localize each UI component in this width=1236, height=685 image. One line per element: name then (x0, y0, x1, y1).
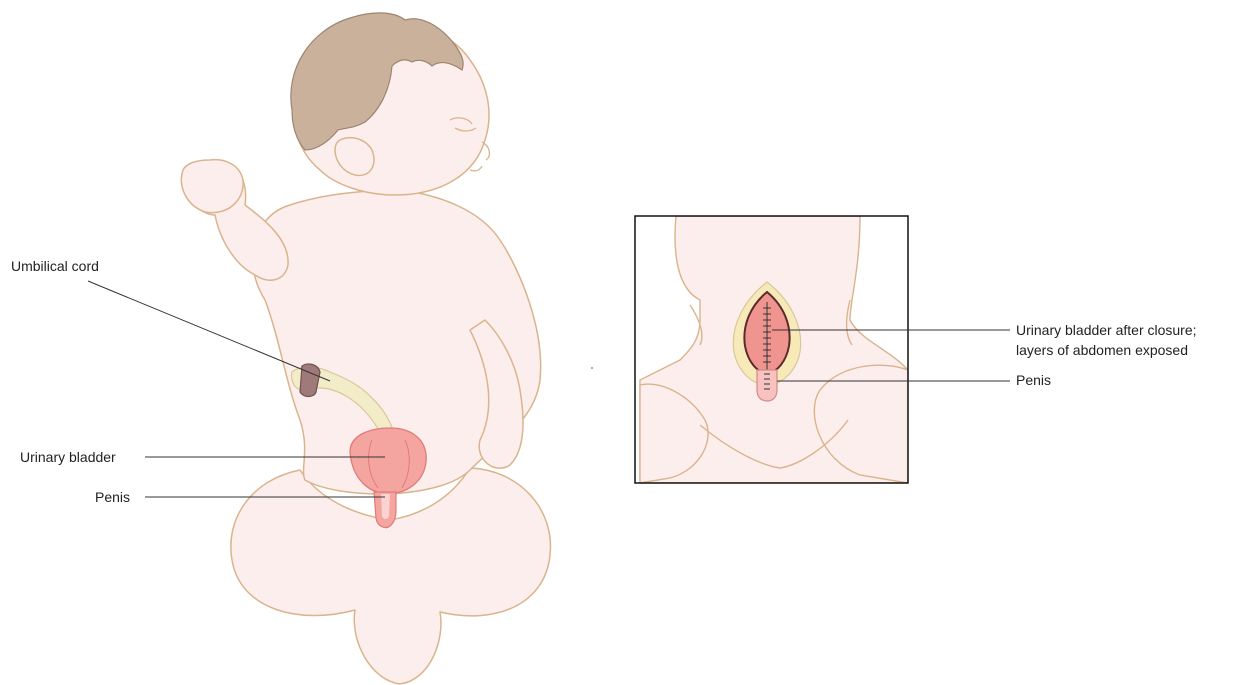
inset-penis-shape (757, 370, 777, 401)
inset-panel (635, 216, 908, 483)
penis-inner (381, 494, 390, 519)
stray-dot (591, 367, 593, 369)
baby-illustration (181, 24, 550, 684)
label-penis: Penis (95, 488, 130, 506)
label-urinary-bladder: Urinary bladder (20, 448, 116, 466)
label-bladder-after-closure-line1: Urinary bladder after closure; (1016, 321, 1197, 339)
label-bladder-after-closure-line2: layers of abdomen exposed (1016, 341, 1188, 359)
label-inset-penis: Penis (1016, 371, 1051, 389)
label-umbilical-cord: Umbilical cord (11, 257, 99, 275)
baby-fist (181, 160, 243, 213)
